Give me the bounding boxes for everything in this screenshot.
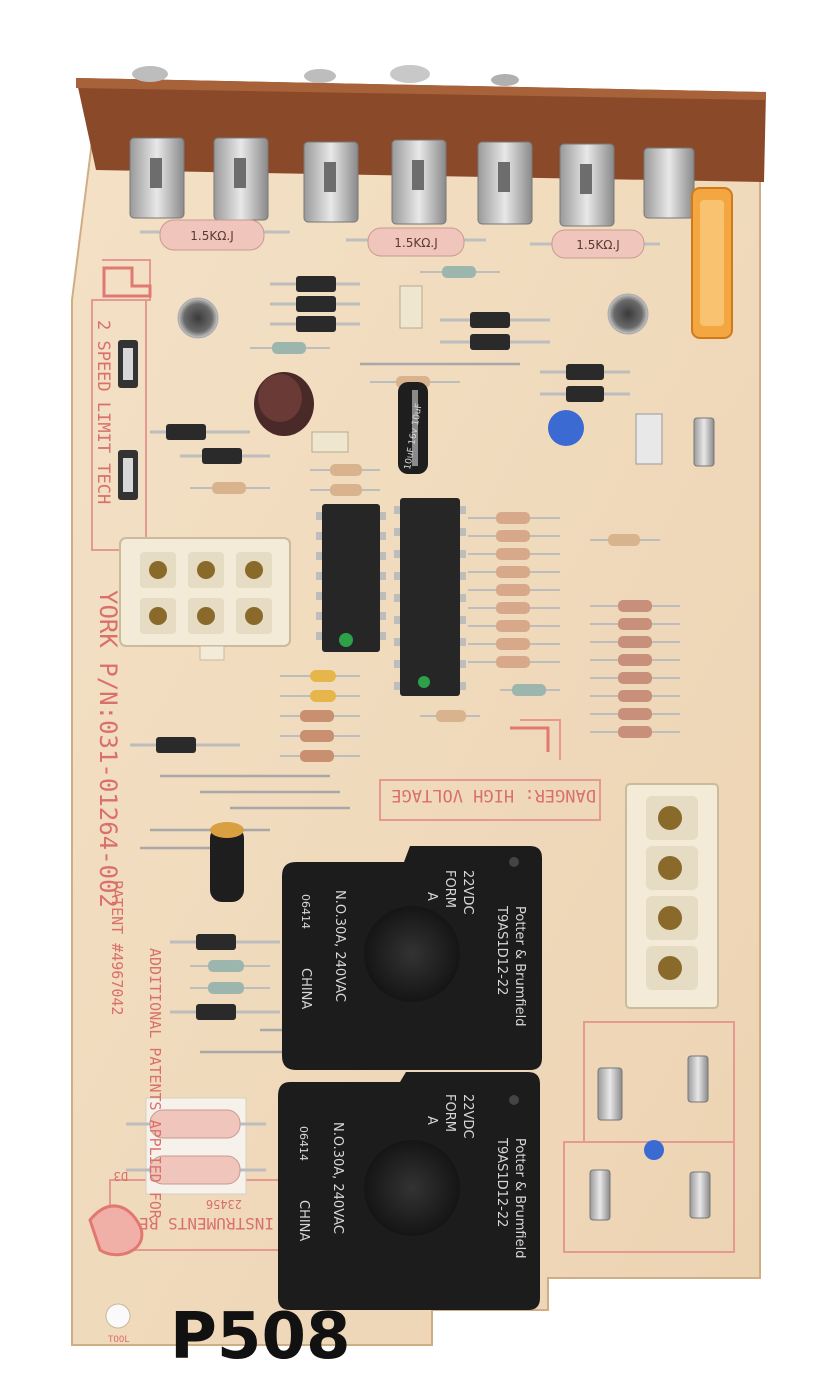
spade-terminals [129, 137, 695, 227]
handwritten-label: P508 [170, 1300, 351, 1374]
small-spades [589, 417, 715, 1221]
silk-d3: D3 [114, 1169, 128, 1183]
silk-code: 23456 [206, 1197, 242, 1211]
relay1-form: FORM [442, 870, 457, 908]
relay2-origin: CHINA [296, 1200, 311, 1241]
mounting-holes [105, 293, 649, 1329]
relay2-lot: 06414 [297, 1126, 310, 1161]
relay1-brand: Potter & Brumfield [512, 906, 527, 1027]
relay1-rating: N.O.30A, 240VAC [332, 890, 347, 1002]
relay2-voltage: 22VDC [460, 1094, 475, 1139]
resistor-column [468, 512, 680, 738]
relay2-form-letter: A [424, 1116, 439, 1125]
resistor-label-1: 1.5KΩ.J [190, 229, 233, 243]
six-pin-connector [119, 537, 291, 661]
relay2-form: FORM [442, 1094, 457, 1132]
resistor-label-3: 1.5KΩ.J [576, 238, 619, 252]
silk-patent: PATENT #4967042 [108, 880, 126, 1015]
silk-danger: DANGER: HIGH VOLTAGE [391, 785, 596, 805]
blade-fuse [691, 187, 733, 339]
four-pin-connector [625, 783, 719, 1009]
bottom-power-resistors [126, 1097, 266, 1195]
silk-speed: 2 SPEED LIMIT TECH [93, 320, 113, 504]
speed-jumpers [118, 340, 138, 500]
silk-logo [88, 266, 550, 1257]
relay1-model: T9AS1D12-22 [494, 905, 509, 995]
relay1-origin: CHINA [298, 968, 313, 1009]
relay2-brand: Potter & Brumfield [512, 1138, 527, 1259]
small-components [130, 266, 680, 1054]
relay1-lot: 06414 [299, 894, 312, 929]
relay-bottom [278, 1072, 540, 1310]
relay2-model: T9AS1D12-22 [494, 1137, 509, 1227]
resistor-label-2: 1.5KΩ.J [394, 236, 437, 250]
relay2-rating: N.O.30A, 240VAC [330, 1122, 345, 1234]
relay1-voltage: 22VDC [460, 870, 475, 915]
silk-part-number: YORK P/N:031-01264-002 [94, 590, 122, 908]
silk-additional: ADDITIONAL PATENTS APPLIED FOR [146, 948, 164, 1220]
ceramic-capacitors [311, 285, 664, 1160]
electrolytic-capacitors [210, 372, 428, 902]
relay-top [282, 846, 542, 1070]
silk-rev: INSTRUMENTS REV-A [110, 1214, 274, 1233]
power-resistors [140, 219, 660, 259]
silk-tool: TOOL [108, 1335, 130, 1345]
relay1-form-letter: A [424, 892, 439, 901]
ic-chips [316, 498, 466, 696]
